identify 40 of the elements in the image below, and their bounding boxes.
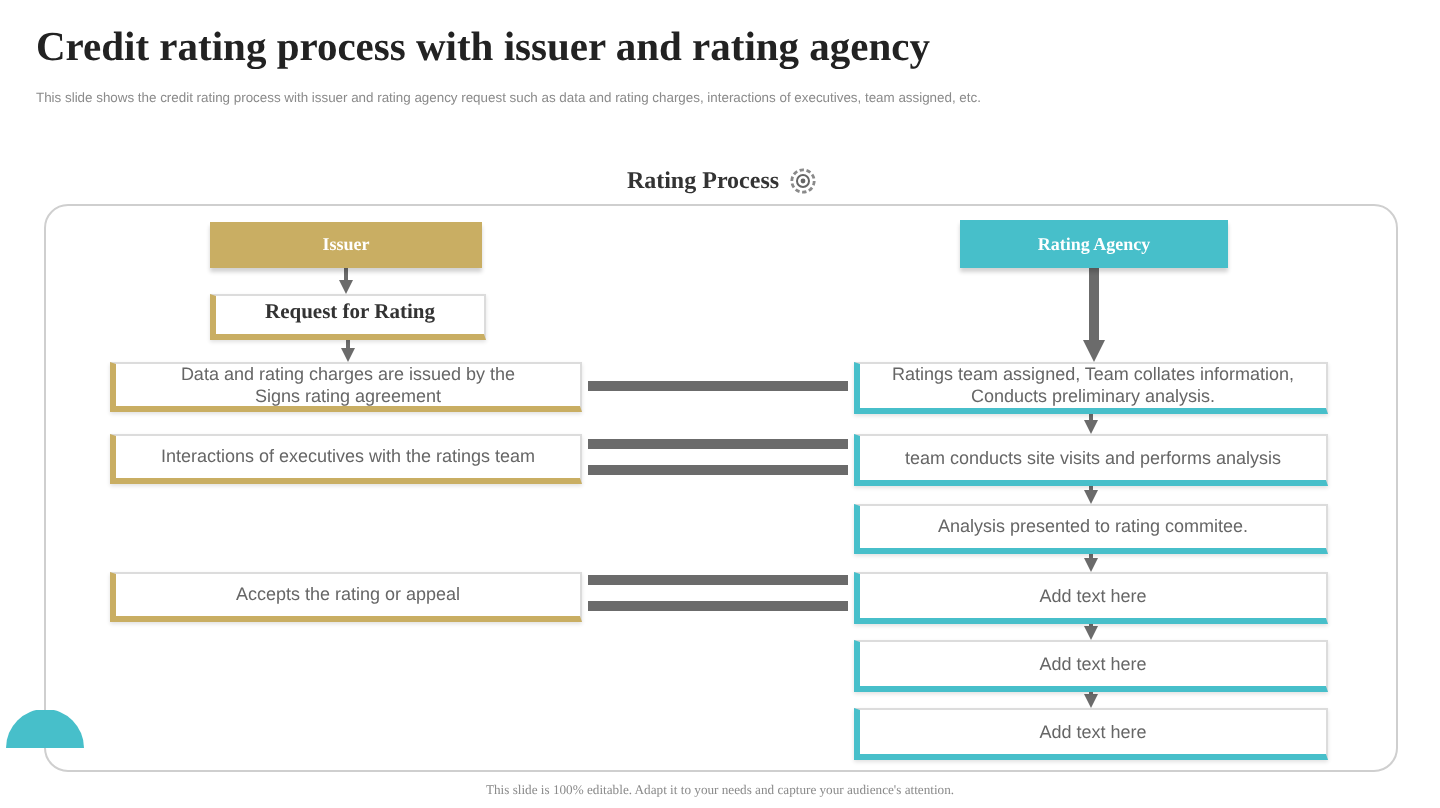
connector-line [588,575,848,585]
header-text: Rating Agency [1037,233,1151,255]
step-text: Add text here [1039,653,1147,675]
process-step [854,572,1328,624]
process-step [854,362,1328,414]
process-step [854,434,1328,486]
process-step [110,434,582,484]
arrow [1084,414,1098,434]
process-step [110,572,582,622]
step-text: team conducts site visits and performs analysis [904,447,1282,469]
arrow [341,340,355,362]
arrow [1084,624,1098,640]
process-step [854,504,1328,554]
connector-line [588,439,848,449]
step-text: Request for Rating [265,302,435,328]
process-step [210,294,486,340]
process-step [110,362,582,412]
arrow [1084,554,1098,572]
connector-line [588,381,848,391]
step-text: Data and rating charges are issued by the Signs rating agreement [178,363,518,407]
column-header [960,220,1228,268]
header-text: Issuer [322,234,370,256]
process-step [854,708,1328,760]
arrow [1084,486,1098,504]
column-header [210,222,482,268]
process-panel [44,164,1398,772]
step-text: Ratings team assigned, Team collates information, Conducts preliminary analysis. [890,364,1296,408]
step-text: Accepts the rating or appeal [235,584,461,606]
step-text: Add text here [1039,585,1147,607]
connector-line [588,465,848,475]
process-step [854,640,1328,692]
connector-line [588,601,848,611]
panel-heading: Rating Process [626,166,780,195]
arrow [339,268,353,294]
arrow [1083,268,1105,362]
step-text: Analysis presented to rating commitee. [937,516,1249,538]
step-text: Interactions of executives with the ratings team [160,446,536,468]
arrow [1084,692,1098,708]
step-text: Add text here [1039,721,1147,743]
slide-title: Credit rating process with issuer and rating agency [36,24,931,74]
